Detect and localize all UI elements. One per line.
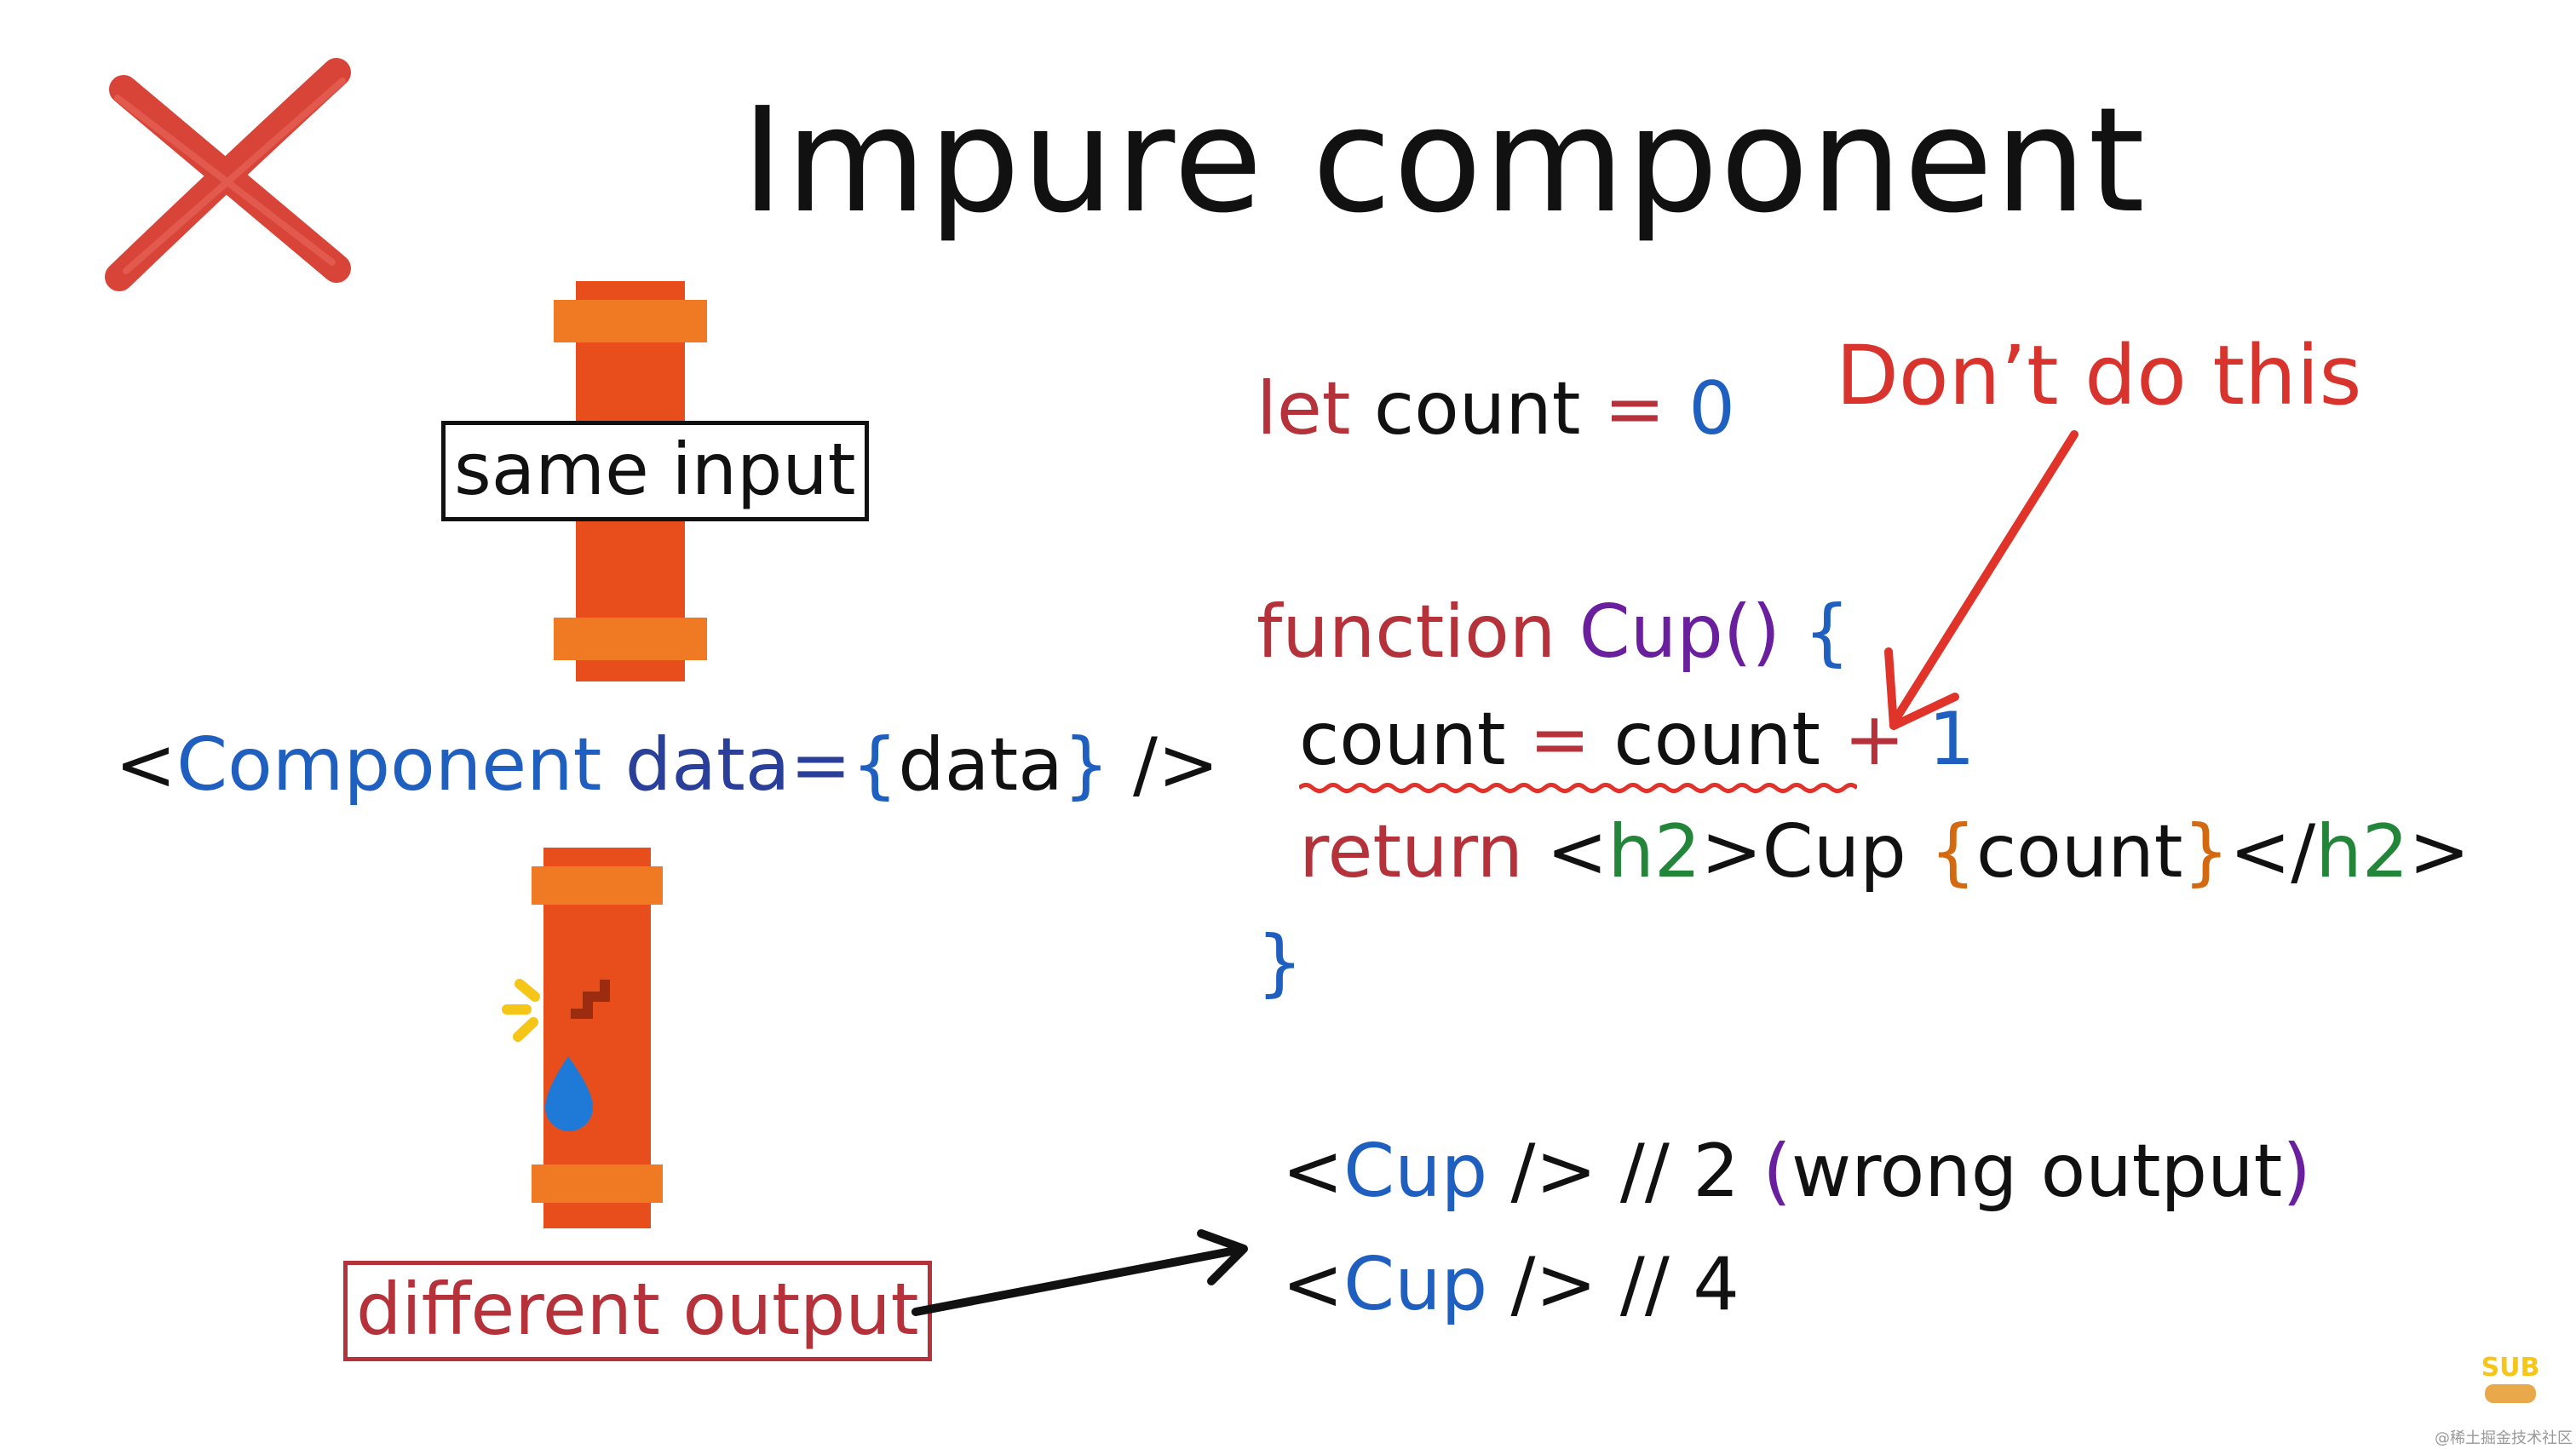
tag-bracket: > — [2408, 809, 2470, 894]
keyword: let — [1256, 366, 1351, 451]
brace: } — [2182, 809, 2230, 894]
variable: count — [1299, 697, 1506, 782]
component-name: Component — [176, 722, 602, 808]
variable: count — [1373, 366, 1581, 451]
paren: ( — [1762, 1129, 1791, 1214]
number: 0 — [1688, 366, 1735, 451]
brace: { — [1803, 589, 1850, 675]
tag-bracket: < — [1546, 809, 1608, 894]
output-line-2: <Cup /> // 4 — [1282, 1242, 1739, 1327]
tag-bracket: </ — [2229, 809, 2316, 894]
code-line-1: let count = 0 — [1256, 366, 1735, 451]
sub-badge: SUB — [2481, 1353, 2540, 1406]
sandwich-icon — [2485, 1384, 2536, 1403]
watermark-text: @稀土掘金技术社区 — [2435, 1429, 2573, 1447]
text-content: Cup — [1762, 809, 1906, 894]
warning-arrow-icon — [1884, 430, 2079, 730]
component-tag: <Component data={data} /> — [115, 722, 1219, 808]
tag-bracket: < — [1282, 1242, 1344, 1327]
parens: () — [1722, 589, 1780, 675]
brace: } — [1256, 920, 1303, 1005]
component-name: Cup — [1343, 1129, 1488, 1214]
keyword: return — [1299, 809, 1523, 894]
number: 1 — [1928, 697, 1975, 782]
code-line-5: } — [1256, 920, 1303, 1005]
tag-open: < — [115, 722, 177, 808]
brace-open: { — [851, 722, 899, 808]
variable: count — [1613, 697, 1821, 782]
operator: = — [1603, 366, 1665, 451]
brace: { — [1929, 809, 1976, 894]
keyword: function — [1256, 589, 1556, 675]
same-input-label: same input — [441, 421, 869, 521]
tag-bracket: > — [1700, 809, 1762, 894]
tag-name: h2 — [1607, 809, 1701, 894]
attr-name: data — [624, 722, 791, 808]
different-output-label: different output — [343, 1261, 932, 1361]
tag-close: /> — [1109, 722, 1220, 808]
output-note: wrong output — [1791, 1129, 2283, 1214]
brace-close: } — [1062, 722, 1110, 808]
function-name: Cup — [1578, 589, 1723, 675]
attr-value: data — [898, 722, 1063, 808]
code-line-2: function Cup() { — [1256, 589, 1850, 675]
operator: = — [1528, 697, 1591, 782]
paren: ) — [2282, 1129, 2311, 1214]
attr-eq: = — [790, 722, 852, 808]
component-name: Cup — [1343, 1242, 1488, 1327]
warning-label: Don’t do this — [1836, 328, 2362, 423]
output-comment: /> // 4 — [1487, 1242, 1739, 1327]
expression: count — [1975, 809, 2183, 894]
page-title: Impure component — [741, 77, 2147, 245]
output-line-1: <Cup /> // 2 (wrong output) — [1282, 1129, 2311, 1214]
wavy-underline — [1299, 783, 1857, 793]
arrow-icon — [911, 1229, 1248, 1316]
cross-icon — [105, 58, 351, 291]
code-line-4: return <h2>Cup {count}</h2> — [1299, 809, 2470, 894]
output-comment: /> // 2 — [1487, 1129, 1763, 1214]
leaking-pipe-icon — [502, 848, 663, 1228]
sub-badge-text: SUB — [2481, 1353, 2540, 1383]
tag-name: h2 — [2315, 809, 2409, 894]
tag-bracket: < — [1282, 1129, 1344, 1214]
